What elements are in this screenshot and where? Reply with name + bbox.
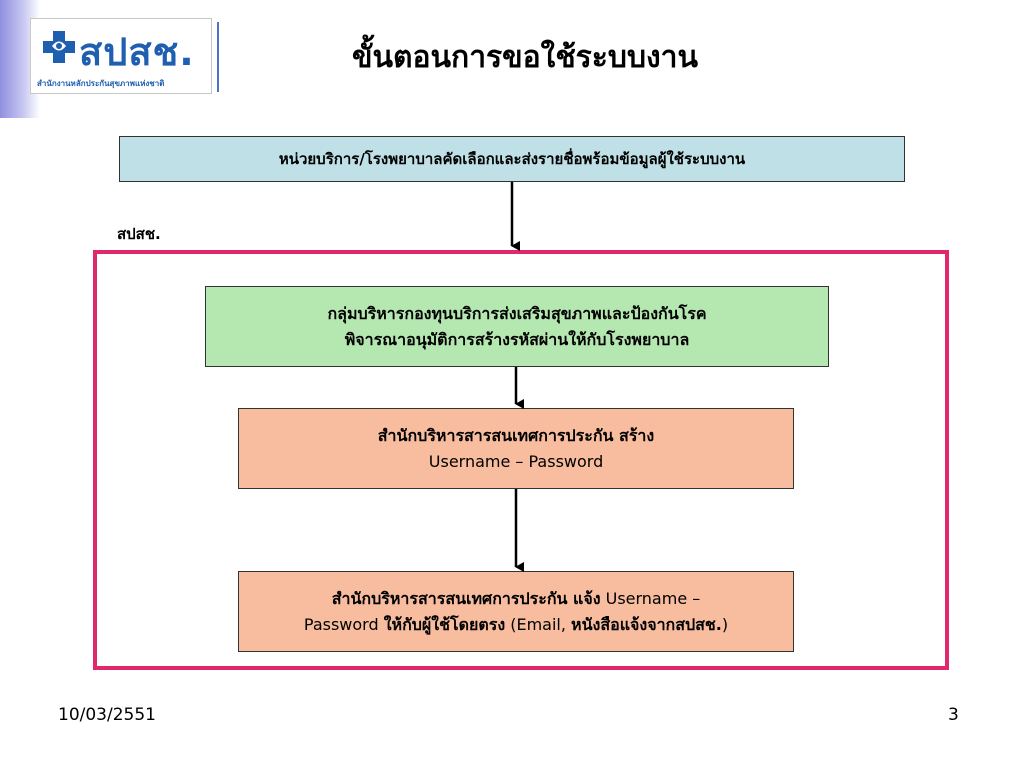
step2-line1: กลุ่มบริหารกองทุนบริการส่งเสริมสุขภาพและ…	[327, 303, 707, 323]
step4-line1-en: Username –	[600, 588, 701, 608]
footer-date: 10/03/2551	[58, 705, 156, 725]
step4-line2-th1: ให้กับผู้ใช้โดยตรง	[383, 614, 506, 634]
nhso-logo: สปสช. สำนักงานหลักประกันสุขภาพแห่งชาติ	[30, 18, 212, 94]
header-divider	[217, 22, 219, 92]
step4-line1: สำนักบริหารสารสนเทศการประกัน แจ้ง Userna…	[332, 586, 701, 612]
step2-line2: พิจารณาอนุมัติการสร้างรหัสผ่านให้กับโรงพ…	[344, 329, 690, 349]
step4-line2-th2: หนังสือแจ้งจากสปสช.	[571, 614, 722, 634]
page-title: ขั้นตอนการขอใช้ระบบงาน	[352, 40, 698, 75]
step2-box: กลุ่มบริหารกองทุนบริการส่งเสริมสุขภาพและ…	[205, 286, 829, 367]
step1-text: หน่วยบริการ/โรงพยาบาลคัดเลือกและส่งรายชื…	[278, 150, 746, 168]
step1-box: หน่วยบริการ/โรงพยาบาลคัดเลือกและส่งรายชื…	[119, 136, 905, 182]
logo-text: สปสช.	[79, 30, 195, 74]
step4-line2-en1: Password	[303, 614, 384, 634]
medical-cross-icon	[41, 29, 77, 65]
nhso-process-frame	[93, 250, 949, 670]
org-label: สปสช.	[117, 225, 161, 243]
step4-line2: Password ให้กับผู้ใช้โดยตรง (Email, หนัง…	[304, 612, 728, 638]
logo-subtext: สำนักงานหลักประกันสุขภาพแห่งชาติ	[37, 79, 165, 88]
step4-box: สำนักบริหารสารสนเทศการประกัน แจ้ง Userna…	[238, 571, 794, 652]
step4-line2-en3: )	[721, 614, 729, 634]
step3-line1: สำนักบริหารสารสนเทศการประกัน สร้าง	[377, 425, 655, 445]
step3-box: สำนักบริหารสารสนเทศการประกัน สร้าง Usern…	[238, 408, 794, 489]
page-number: 3	[948, 705, 959, 725]
step4-line1-th: สำนักบริหารสารสนเทศการประกัน แจ้ง	[331, 588, 601, 608]
step3-line2: Username – Password	[428, 451, 604, 471]
step4-line2-en2: (Email,	[505, 614, 572, 634]
